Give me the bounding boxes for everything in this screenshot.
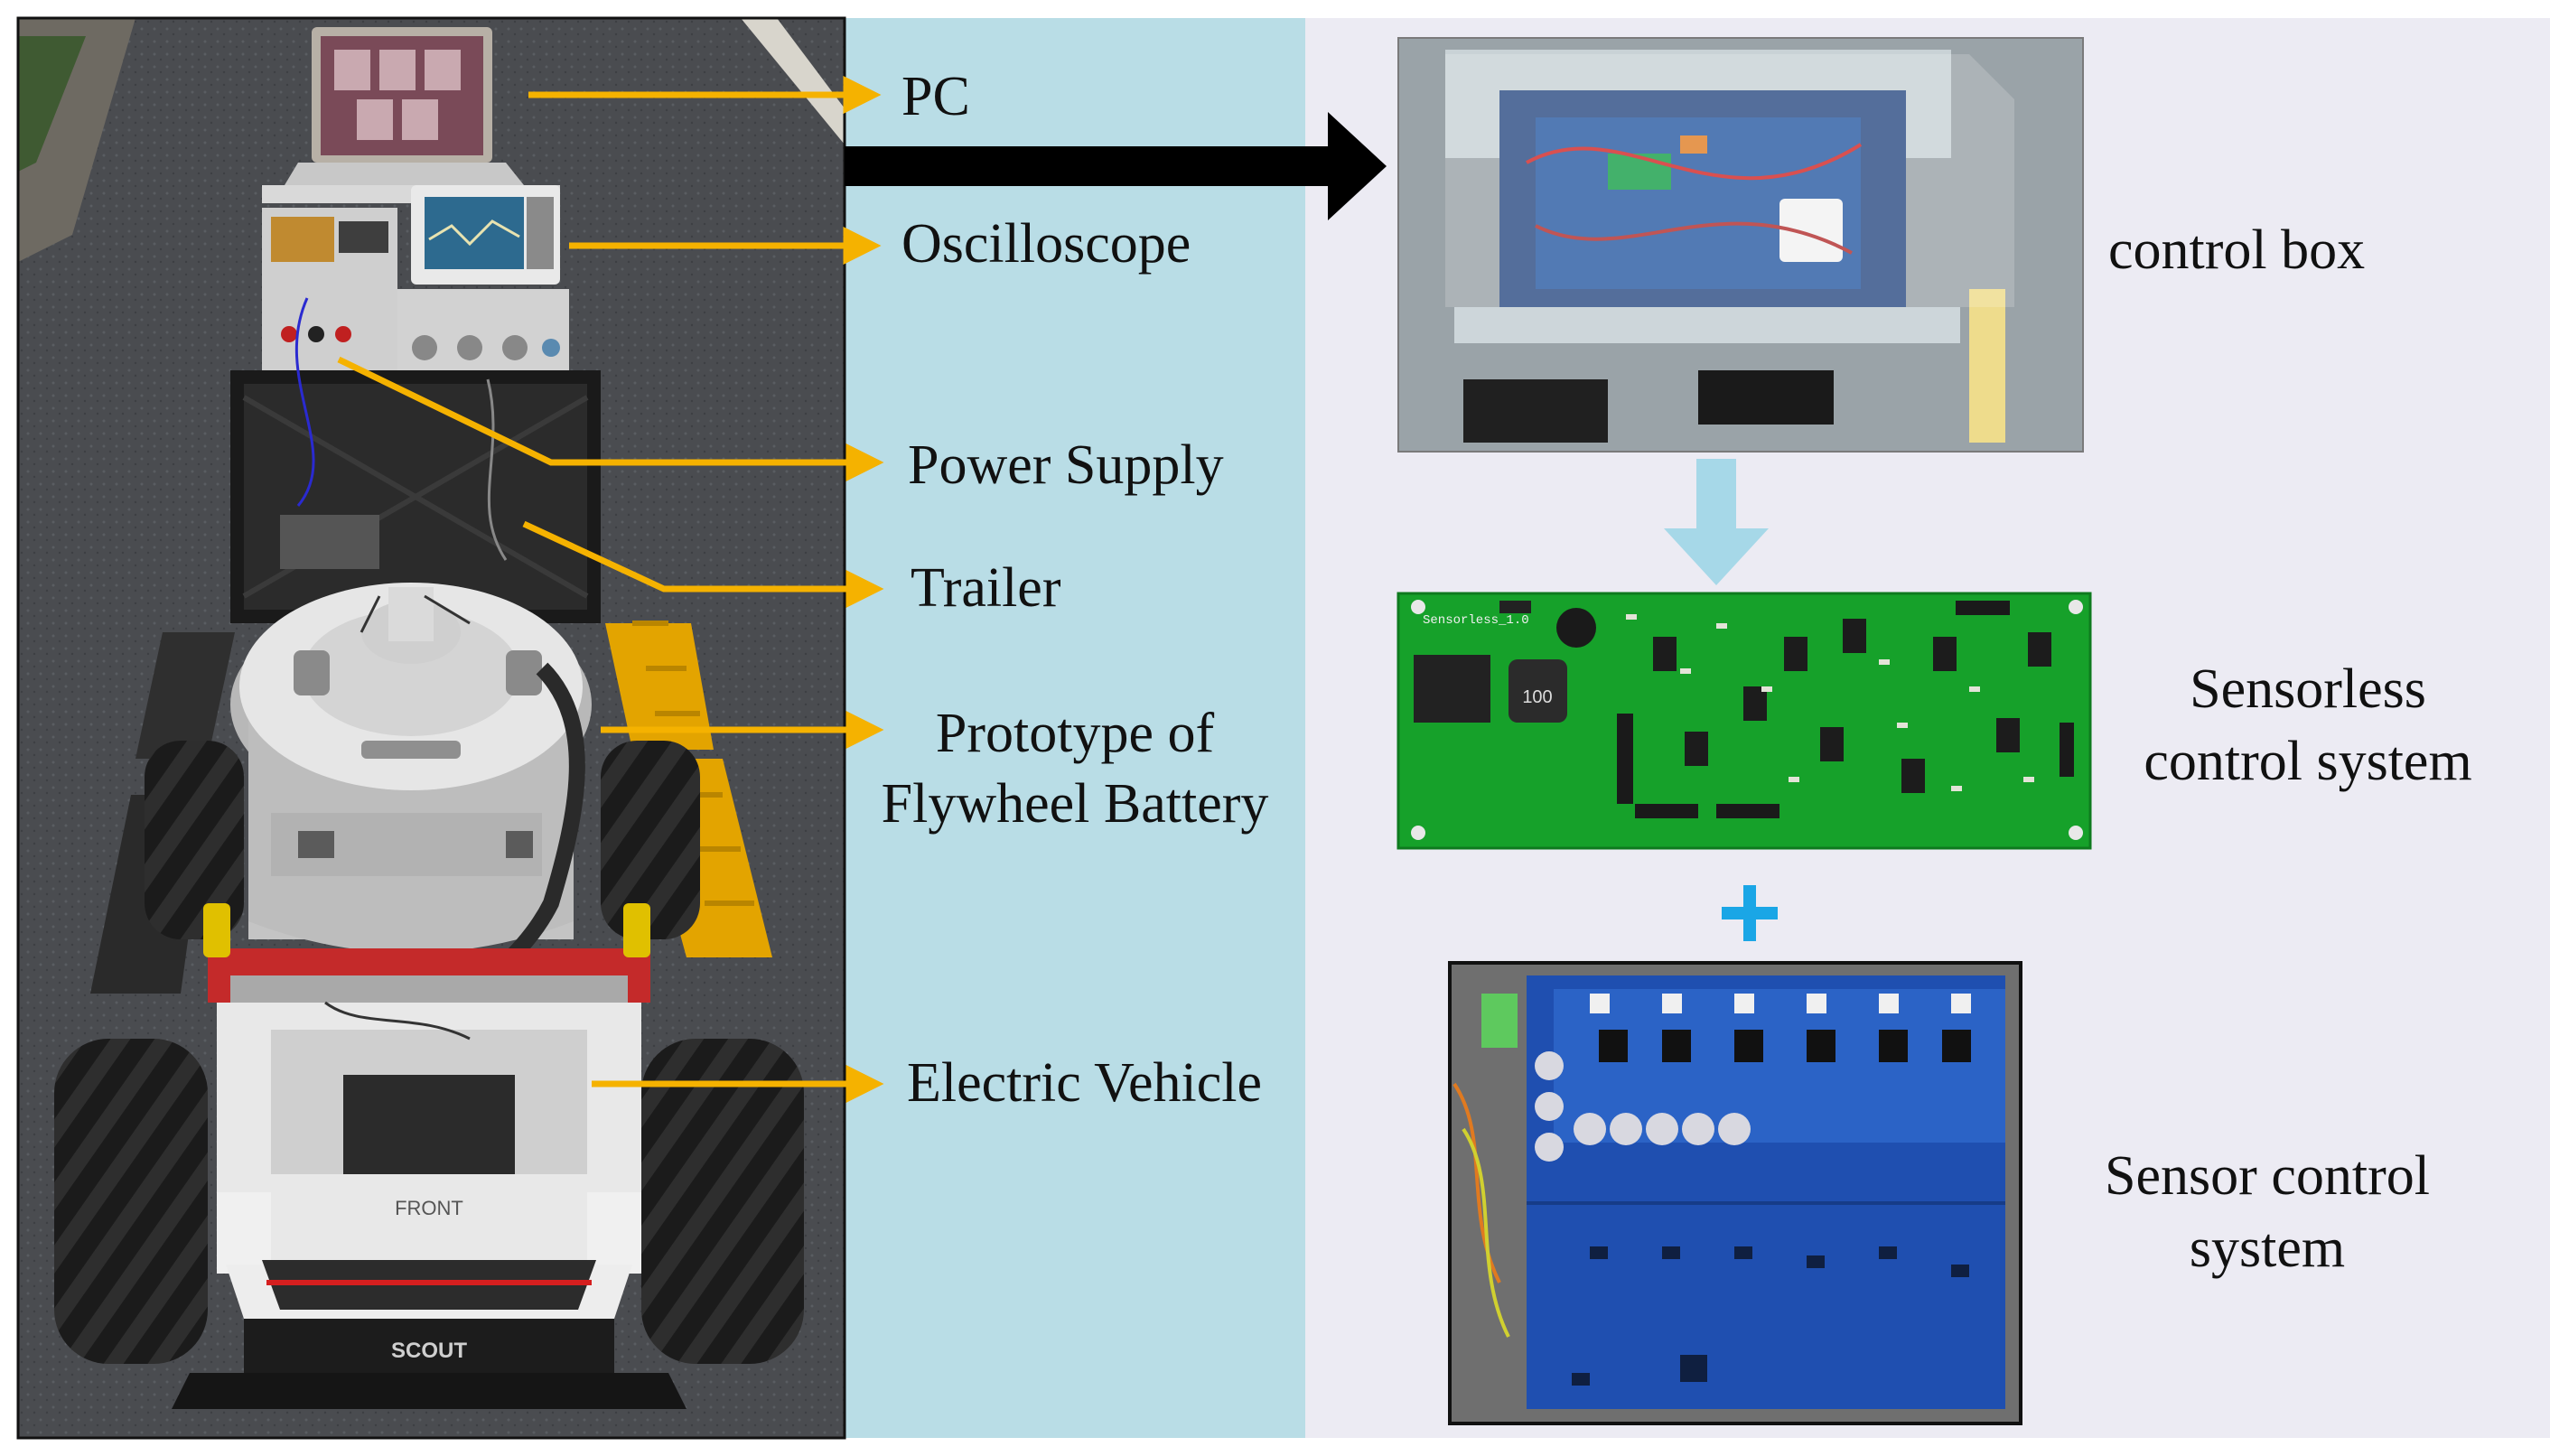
plus-icon	[1722, 885, 1778, 941]
label-electric-vehicle: Electric Vehicle	[907, 1052, 1263, 1114]
label-oscilloscope: Oscilloscope	[901, 213, 1191, 275]
label-sensor-line1: Sensor control	[2105, 1145, 2430, 1207]
svg-text:100: 100	[1522, 687, 1552, 707]
svg-text:Sensorless_1.0: Sensorless_1.0	[1423, 613, 1529, 628]
right-arrow-icon	[845, 112, 1387, 220]
blue-panel	[845, 18, 1305, 1438]
trailer	[230, 297, 601, 623]
label-flywheel-line1: Prototype of	[935, 703, 1215, 764]
wheels	[54, 741, 804, 1364]
electric-vehicle: FRONT SCOUT	[172, 903, 687, 1409]
label-power-supply: Power Supply	[908, 434, 1224, 496]
label-flywheel-line2: Flywheel Battery	[881, 773, 1269, 835]
label-trailer: Trailer	[911, 557, 1061, 619]
label-sensorless-line2: control system	[2144, 731, 2472, 792]
label-sensor-line2: system	[2189, 1218, 2346, 1279]
oscilloscope-device	[411, 185, 560, 285]
label-pc: PC	[901, 66, 970, 127]
laptop	[285, 27, 524, 185]
control-box-photo	[1397, 37, 2084, 453]
sensorless-board-photo: 100 Sensorless_1.0	[1396, 592, 2092, 850]
sensor-board-photo	[1448, 961, 2022, 1425]
svg-text:FRONT: FRONT	[395, 1197, 463, 1219]
power-supply-device	[262, 208, 397, 370]
label-sensorless-line1: Sensorless	[2190, 658, 2426, 720]
label-control-box: control box	[2108, 219, 2366, 281]
arrow-power-supply	[337, 356, 884, 481]
leader-arrows	[337, 76, 884, 1103]
down-arrow-icon	[1664, 459, 1769, 585]
flywheel-battery	[230, 583, 592, 1028]
arrow-trailer	[522, 520, 884, 608]
svg-text:SCOUT: SCOUT	[391, 1339, 467, 1363]
